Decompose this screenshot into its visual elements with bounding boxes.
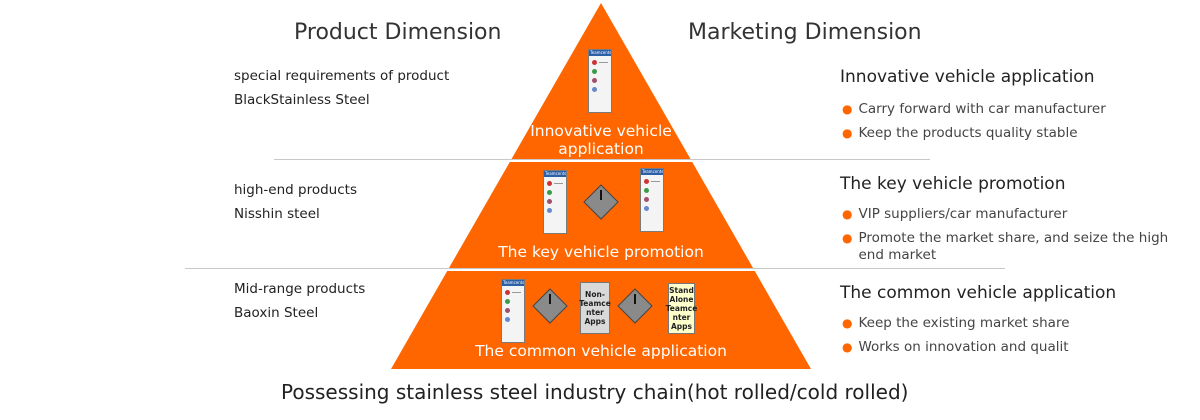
bullet-text: Carry forward with car manufacturer <box>858 101 1106 117</box>
tier-1-label-line1: Innovative vehicle <box>530 122 672 140</box>
bullet-text: VIP suppliers/car manufacturer <box>858 206 1068 222</box>
marketing-tier-2-bullets: ● VIP suppliers/car manufacturer ● Promo… <box>842 206 1194 271</box>
bullet-dot-icon: ● <box>842 231 853 245</box>
bullet-text: Keep the products quality stable <box>858 125 1078 141</box>
product-tier-3-line2: Baoxin Steel <box>234 305 319 321</box>
stand-alone-teamcenter-apps-box: Stand Alone Teamce nter Apps <box>666 283 697 334</box>
connector-diamond-icon <box>532 288 568 324</box>
card-header-text: Teamcenter <box>590 50 612 55</box>
teamcenter-app-thumbnail: Teamcenter <box>640 168 664 232</box>
marketing-tier-2-title: The key vehicle promotion <box>840 174 1066 194</box>
bullet-item: ● Carry forward with car manufacturer <box>842 101 1194 118</box>
product-tier-3: Mid-range products Baoxin Steel <box>234 277 365 325</box>
bullet-item: ● Keep the existing market share <box>842 315 1194 332</box>
bullet-item: ● VIP suppliers/car manufacturer <box>842 206 1194 223</box>
divider-top <box>274 159 930 160</box>
product-tier-2-line1: high-end products <box>234 182 357 198</box>
bullet-dot-icon: ● <box>842 126 853 140</box>
product-dimension-heading: Product Dimension <box>294 20 502 45</box>
connector-diamond-icon <box>583 184 619 220</box>
bullet-item: ● Promote the market share, and seize th… <box>842 230 1194 264</box>
product-tier-2-line2: Nisshin steel <box>234 206 320 222</box>
marketing-tier-1-bullets: ● Carry forward with car manufacturer ● … <box>842 101 1194 149</box>
product-tier-1-line2: BlackStainless Steel <box>234 92 370 108</box>
teamcenter-app-thumbnail: Teamcenter <box>501 279 525 343</box>
non-teamcenter-apps-box: Non- Teamce nter Apps <box>579 282 611 334</box>
card-header-text: Teamcenter <box>545 171 567 176</box>
teamcenter-app-thumbnail: Teamcenter <box>543 170 567 234</box>
marketing-dimension-heading: Marketing Dimension <box>688 20 922 45</box>
product-tier-1: special requirements of product BlackSta… <box>234 64 449 112</box>
bullet-text: Keep the existing market share <box>858 315 1070 331</box>
bullet-text: Works on innovation and qualit <box>858 339 1069 355</box>
bullet-text: Promote the market share, and seize the … <box>858 230 1169 263</box>
teamcenter-app-thumbnail: Teamcenter <box>588 49 612 113</box>
marketing-tier-1-title: Innovative vehicle application <box>840 67 1095 87</box>
marketing-tier-3-title: The common vehicle application <box>840 283 1117 303</box>
bullet-item: ● Works on innovation and qualit <box>842 339 1194 356</box>
footer-caption: Possessing stainless steel industry chai… <box>281 380 909 404</box>
bullet-dot-icon: ● <box>842 340 853 354</box>
tier-1-label: Innovative vehicle application <box>501 122 701 158</box>
card-header-text: Teamcenter <box>503 280 525 285</box>
tier-2-label: The key vehicle promotion <box>498 243 704 261</box>
connector-diamond-icon <box>617 288 653 324</box>
bullet-item: ● Keep the products quality stable <box>842 125 1194 142</box>
marketing-tier-3-bullets: ● Keep the existing market share ● Works… <box>842 315 1194 363</box>
divider-bottom <box>185 268 1005 269</box>
product-tier-1-line1: special requirements of product <box>234 68 450 84</box>
tier-3-label: The common vehicle application <box>475 342 727 360</box>
tier-1-label-line2: application <box>558 140 644 158</box>
bullet-dot-icon: ● <box>842 102 853 116</box>
product-tier-3-line1: Mid-range products <box>234 281 366 297</box>
card-header-text: Teamcenter <box>642 169 664 174</box>
bullet-dot-icon: ● <box>842 207 853 221</box>
bullet-dot-icon: ● <box>842 316 853 330</box>
product-tier-2: high-end products Nisshin steel <box>234 178 357 226</box>
